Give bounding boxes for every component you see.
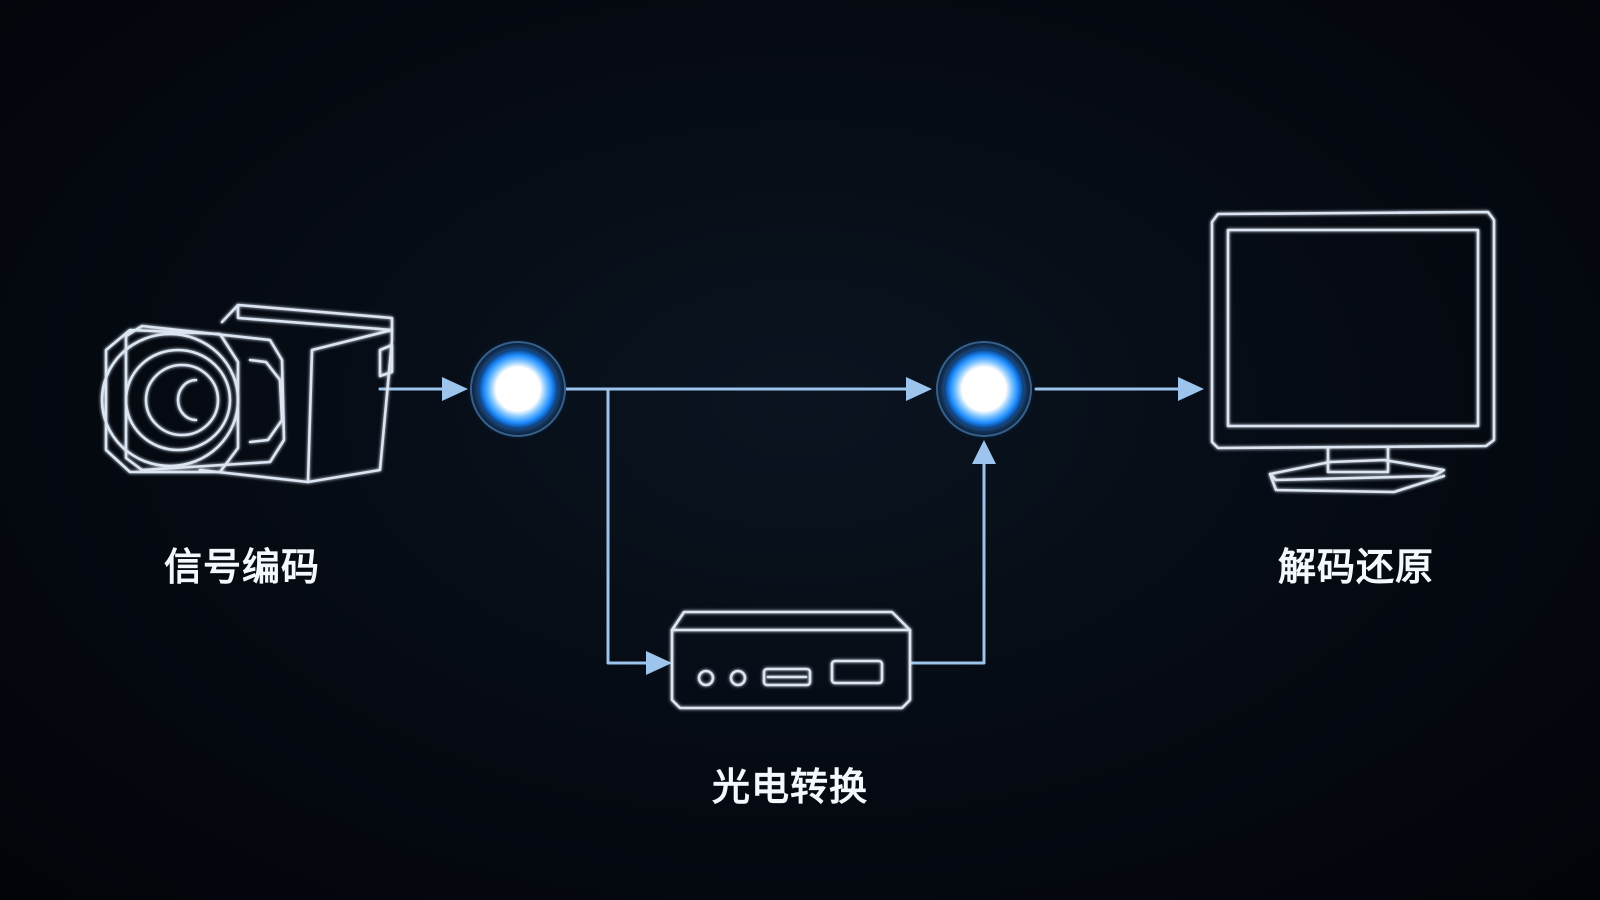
connector-node1-to-converter	[606, 387, 672, 675]
video-camera-icon	[100, 303, 394, 484]
relay-node-2	[936, 341, 1032, 437]
monitor-label: 解码还原	[1277, 545, 1434, 589]
arrowhead-icon	[646, 651, 672, 675]
converter-box-icon	[670, 610, 912, 710]
connector-converter-to-node2	[910, 440, 996, 665]
camera-label: 信号编码	[163, 545, 320, 589]
connector-camera-to-node1	[378, 377, 468, 401]
arrowhead-icon	[972, 440, 996, 464]
converter-label: 光电转换	[711, 765, 868, 809]
monitor-icon	[1210, 210, 1496, 494]
connector-node2-to-monitor	[1034, 377, 1204, 401]
arrowhead-icon	[442, 377, 468, 401]
arrowhead-icon	[906, 377, 932, 401]
relay-node-1	[470, 341, 566, 437]
arrowhead-icon	[1178, 377, 1204, 401]
connector-node1-to-node2	[564, 377, 932, 401]
